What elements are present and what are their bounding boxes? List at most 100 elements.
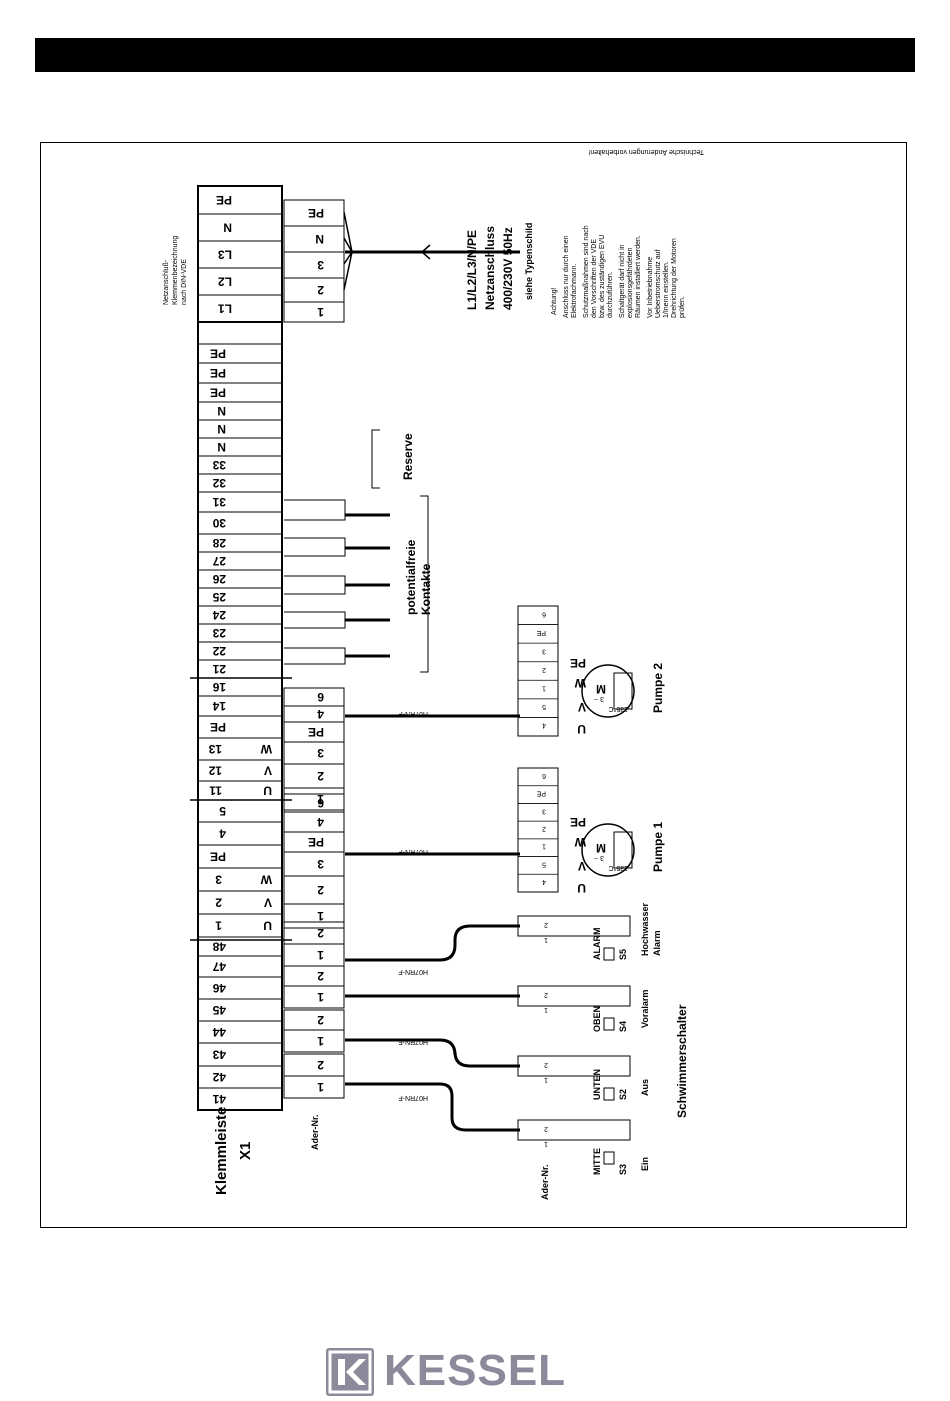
float-switch-wire-label: 1 [544, 1140, 548, 1147]
wire-number-label: 1 [317, 1080, 324, 1094]
wire-number-label: 2 [317, 926, 324, 940]
terminal-label: 25 [212, 590, 226, 604]
wire-number-label: 1 [317, 948, 324, 962]
pump-terminal-label: 6 [542, 610, 546, 617]
mains-note: siehe Typenschild [524, 223, 534, 300]
mains-feed-arrow [420, 244, 431, 260]
wire-number-label-switches: Ader-Nr. [540, 1164, 550, 1200]
mains-wire-label: 3 [317, 258, 324, 272]
wire-number-cell [283, 1075, 345, 1099]
kessel-logo: KESSEL [326, 1346, 596, 1396]
pump-motor-label: M [596, 841, 606, 855]
terminal-label: PE [210, 720, 226, 734]
wire-number-cell [283, 985, 345, 1009]
pump-motor-sub: 3 ~ [594, 854, 604, 861]
terminal-label: N [217, 440, 226, 454]
notes-line: prüfen. [679, 296, 686, 318]
wire-number-label: 1 [317, 1034, 324, 1048]
contact-loop [284, 575, 346, 595]
pump-terminal-label: 1 [542, 685, 546, 692]
float-switch-label: Schwimmerschalter [675, 1004, 689, 1118]
mains-wire-label: 1 [317, 305, 324, 319]
terminal-phase: V [264, 896, 272, 910]
wire-number-cell [283, 1053, 345, 1077]
terminal-label: 45 [212, 1003, 226, 1017]
float-switch-function: Aus [640, 1079, 650, 1096]
contact-loop [284, 611, 346, 629]
pump-phase-label: W [574, 835, 586, 849]
mains-wire-label: PE [308, 206, 324, 220]
mains-terminal-block [197, 185, 283, 323]
wire-number-label: 2 [317, 1013, 324, 1027]
terminal-label: 30 [212, 516, 226, 530]
terminal-phase: U [263, 919, 272, 933]
terminal-label: 44 [212, 1025, 226, 1039]
terminal-phase: U [263, 784, 272, 798]
float-switch-cable [345, 1038, 520, 1068]
pump-motor-sub: 3 ~ [594, 695, 604, 702]
mains-feed-branch [343, 211, 353, 253]
pump1-wire-label: 1 [317, 909, 324, 923]
pump-phase-label: PE [570, 815, 586, 829]
mains-voltage: 400/230V 50Hz [501, 227, 515, 310]
terminal-phase: V [264, 764, 272, 778]
wire-number-cell [283, 965, 345, 987]
terminal-label: N [217, 422, 226, 436]
notes-line: durchzuführen. [607, 271, 614, 318]
float-switch-symbol [603, 947, 615, 961]
float-switch-function: Ein [640, 1157, 650, 1171]
float-switch-position: MITTE [592, 1148, 602, 1175]
pump2-wire-cell [283, 763, 345, 789]
pump-terminal-label: 2 [542, 825, 546, 832]
pump-thermal-label: 135°C [608, 705, 628, 713]
terminal-label: 21 [212, 662, 226, 676]
wire-number-cell [283, 1009, 345, 1031]
float-switch-symbol [603, 1087, 615, 1101]
terminal-label: 23 [212, 626, 226, 640]
mains-wire-cell [283, 251, 345, 279]
pump-phase-label: W [574, 676, 586, 690]
pump-motor-label: M [596, 682, 606, 696]
pump-terminal-box [517, 767, 559, 893]
pump1-wire-label: 6 [317, 796, 324, 810]
pump2-cable-type: H07RN-F [398, 710, 428, 717]
potential-free-label: potentialfreieKontakte [404, 539, 433, 615]
pump-terminal-label: 5 [542, 860, 546, 867]
notes-line: Vor Inbetriebnahme [647, 257, 654, 318]
notes-line: Schaltgerät darf nicht in [619, 244, 626, 318]
float-switch-position: OBEN [592, 1006, 602, 1032]
notes-line: den Vorschriften der VDE [591, 239, 598, 318]
float-switch-cable-type: H07RN-F [398, 968, 428, 975]
wire-number-label: 2 [317, 969, 324, 983]
terminal-label: PE [210, 386, 226, 400]
terminal-label: 16 [212, 680, 226, 694]
notes-line: Räumen installiert werden. [635, 235, 642, 318]
terminal-label: 5 [219, 804, 226, 818]
float-switch-wire-label: 1 [544, 1076, 548, 1083]
kessel-logo-icon [326, 1348, 374, 1396]
pump-terminal-label: 4 [542, 878, 546, 885]
terminal-label: 31 [212, 495, 226, 509]
float-switch-function: Hochwasser [640, 902, 650, 956]
terminal-label: 1 [215, 919, 222, 933]
pump1-wire-label: 3 [317, 857, 324, 871]
float-switch-housing [517, 915, 631, 937]
pump-terminal-label: 4 [542, 722, 546, 729]
wiring-diagram-frame [40, 142, 907, 1228]
pump1-wire-label: 4 [317, 815, 324, 829]
terminal-label: 27 [212, 554, 226, 568]
terminal-strip-title: Klemmleiste [213, 1107, 230, 1195]
pump1-wire-cell [283, 875, 345, 905]
terminal-label: 22 [212, 644, 226, 658]
mains-terminal-label: N [223, 221, 232, 235]
mains-text: L1/L2/L3/N/PE [465, 230, 479, 310]
mains-feed-branch [343, 237, 353, 253]
mains-title: Netzanschluss [483, 226, 497, 310]
terminal-label: 48 [212, 940, 226, 954]
notes-line: Drehrichtung der Motoren [671, 238, 678, 318]
terminal-label: 4 [219, 827, 226, 841]
pump-name: Pumpe 2 [651, 663, 665, 713]
pump-thermal-box [613, 831, 633, 869]
